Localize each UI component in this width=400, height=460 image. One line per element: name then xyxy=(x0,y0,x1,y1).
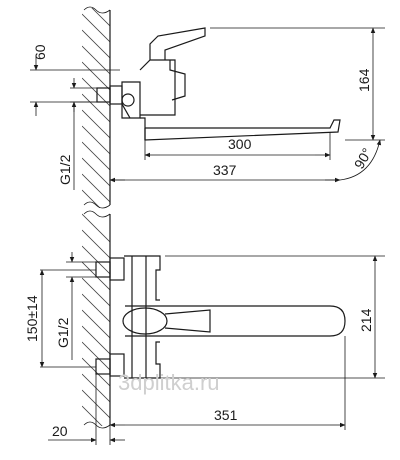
dim-20-label: 20 xyxy=(52,423,68,439)
dim-300-label: 300 xyxy=(228,136,252,152)
dim-g12-bottom-label: G1/2 xyxy=(55,317,71,348)
wall-hatch-top xyxy=(82,8,110,208)
dim-214-label: 214 xyxy=(358,308,374,332)
dimension-20: 20 xyxy=(48,374,125,445)
wall-break-top xyxy=(83,6,111,209)
faucet-side-view xyxy=(96,27,341,141)
dimension-g12-bottom: G1/2 xyxy=(55,252,96,360)
dim-150-label: 150±14 xyxy=(24,295,40,342)
dim-90-label: 90° xyxy=(351,145,375,171)
dim-337-label: 337 xyxy=(213,162,237,178)
dimension-164: 164 xyxy=(210,27,385,141)
dimension-214: 214 xyxy=(130,255,385,379)
dimension-150: 150±14 xyxy=(24,269,96,368)
dim-60-label: 60 xyxy=(32,44,48,60)
rotation-90-arc: 90° xyxy=(339,139,382,181)
dimension-300: 300 xyxy=(144,132,331,160)
watermark: 3dplitka.ru xyxy=(118,370,220,395)
dimension-337: 337 xyxy=(109,162,341,183)
dim-g12-top-label: G1/2 xyxy=(57,154,73,185)
dim-351-label: 351 xyxy=(214,407,238,423)
faucet-front-view xyxy=(95,255,346,379)
dim-164-label: 164 xyxy=(356,68,372,92)
dimension-g12-top: G1/2 xyxy=(57,78,97,190)
dimension-351: 351 xyxy=(109,336,346,430)
